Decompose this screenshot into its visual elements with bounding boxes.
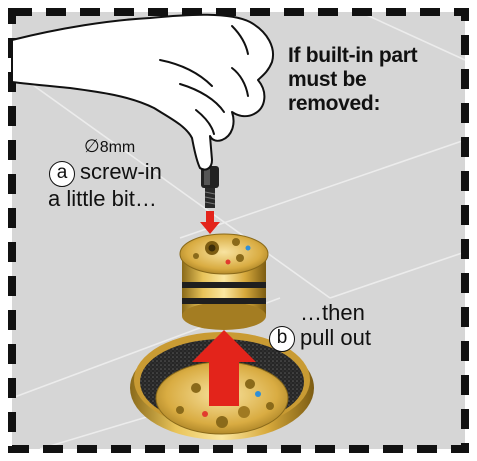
screw-size-value: 8mm <box>100 139 136 156</box>
screw-size-label: ∅8mm <box>84 136 135 157</box>
heading: If built-in part must be removed: <box>288 44 458 116</box>
heading-line: If built-in part <box>288 44 458 68</box>
diameter-symbol: ∅ <box>84 136 100 156</box>
step-b-line2: pull out <box>300 325 371 351</box>
heading-line: removed: <box>288 92 458 116</box>
cartridge-icon <box>180 234 268 330</box>
step-a-line1: screw-in <box>80 159 162 185</box>
step-b-badge: b <box>269 326 295 352</box>
step-a-badge: a <box>49 161 75 187</box>
step-b-line1: …then <box>300 300 365 326</box>
step-a-line2: a little bit… <box>48 186 157 212</box>
heading-line: must be <box>288 68 458 92</box>
